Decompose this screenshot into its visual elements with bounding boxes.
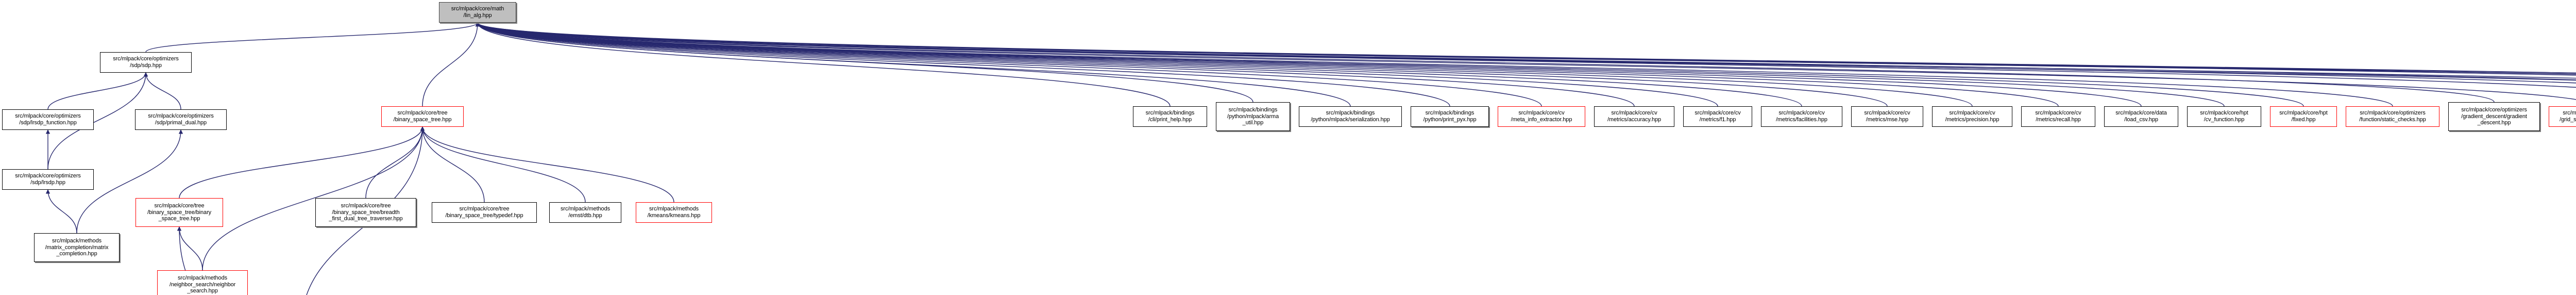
graph-edge (475, 22, 1542, 107)
graph-node[interactable]: src/mlpack/core/cv /metrics/accuracy.hpp (1594, 106, 1674, 127)
graph-node[interactable]: src/mlpack/bindings /python/mlpack/arma … (1216, 102, 1290, 131)
graph-node[interactable]: src/mlpack/methods /neighbor_search/neig… (157, 270, 248, 295)
graph-node[interactable]: src/mlpack/methods /kmeans/kmeans.hpp (636, 202, 712, 223)
graph-edge (476, 22, 2576, 88)
graph-node[interactable]: src/mlpack/core/tree /binary_space_tree/… (315, 198, 416, 227)
graph-edge (476, 22, 2576, 75)
graph-node[interactable]: src/mlpack/core/cv /metrics/precision.hp… (1932, 106, 2012, 127)
graph-node[interactable]: src/mlpack/core/optimizers /grid_search/… (2549, 106, 2576, 127)
graph-node[interactable]: src/mlpack/core/cv /meta_info_extractor.… (1498, 106, 1585, 127)
graph-node[interactable]: src/mlpack/core/cv /metrics/f1.hpp (1683, 106, 1752, 127)
graph-node[interactable]: src/mlpack/core/tree /binary_space_tree/… (135, 198, 223, 227)
graph-node[interactable]: src/mlpack/core/cv /metrics/mse.hpp (1851, 106, 1923, 127)
graph-node[interactable]: src/mlpack/core/optimizers /sdp/sdp.hpp (100, 52, 192, 73)
graph-edge (420, 126, 674, 203)
graph-edge (476, 22, 1635, 107)
graph-edge (476, 22, 2576, 74)
graph-edge (476, 22, 2495, 103)
graph-edge (475, 22, 1351, 107)
graph-edge (475, 22, 1253, 103)
graph-edge (420, 126, 485, 203)
graph-edge (475, 22, 1450, 107)
graph-node[interactable]: src/mlpack/core/optimizers /sdp/primal_d… (135, 109, 227, 130)
graph-node[interactable]: src/mlpack/core/cv /metrics/recall.hpp (2021, 106, 2095, 127)
graph-edge (476, 22, 2304, 107)
graph-edge (177, 226, 203, 271)
graph-edge (476, 22, 2576, 74)
graph-edge (476, 22, 2576, 75)
graph-edge (422, 22, 480, 107)
graph-edge (420, 126, 586, 203)
graph-edge (476, 22, 1888, 107)
graph-node[interactable]: src/mlpack/core/optimizers /function/sta… (2346, 106, 2439, 127)
graph-edge (179, 126, 425, 199)
graph-edge (476, 22, 2142, 107)
graph-node[interactable]: src/mlpack/core/optimizers /sdp/lrsdp_fu… (2, 109, 94, 130)
graph-edge (475, 22, 1171, 107)
graph-edge (476, 22, 1802, 107)
graph-edge (45, 189, 77, 234)
graph-edge (47, 72, 148, 110)
graph-root-node[interactable]: src/mlpack/core/math /lin_alg.hpp (439, 2, 516, 23)
graph-node[interactable]: src/mlpack/methods /matrix_completion/ma… (34, 233, 120, 262)
graph-node[interactable]: src/mlpack/bindings /python/mlpack/seria… (1299, 106, 1402, 127)
graph-edge (476, 22, 2576, 76)
graph-node[interactable]: src/mlpack/core/optimizers /gradient_des… (2448, 102, 2540, 131)
graph-edge (476, 22, 2576, 81)
graph-node[interactable]: src/mlpack/core/optimizers /sdp/lrsdp.hp… (2, 169, 94, 190)
graph-edge (476, 22, 2576, 79)
graph-edge (476, 22, 2059, 107)
graph-edge (145, 22, 480, 53)
graph-edge (476, 22, 2576, 100)
graph-node[interactable]: src/mlpack/core/tree /binary_space_tree/… (432, 202, 537, 223)
graph-node[interactable]: src/mlpack/core/hpt /cv_function.hpp (2187, 106, 2261, 127)
graph-edge (476, 22, 2576, 84)
graph-edge (476, 22, 2225, 107)
graph-node[interactable]: src/mlpack/core/data /load_csv.hpp (2104, 106, 2178, 127)
graph-edge (476, 22, 1973, 107)
graph-node[interactable]: src/mlpack/bindings /python/print_pyx.hp… (1411, 106, 1489, 127)
graph-node[interactable]: src/mlpack/core/cv /metrics/facilities.h… (1761, 106, 1842, 127)
graph-node[interactable]: src/mlpack/core/tree /binary_space_tree.… (381, 106, 464, 127)
graph-node[interactable]: src/mlpack/methods /emst/dtb.hpp (549, 202, 621, 223)
graph-edge (476, 22, 1718, 107)
graph-node[interactable]: src/mlpack/bindings /cli/print_help.hpp (1133, 106, 1207, 127)
graph-edge (476, 22, 2393, 107)
graph-node[interactable]: src/mlpack/core/hpt /fixed.hpp (2270, 106, 2337, 127)
graph-edge (143, 72, 181, 110)
graph-edge (365, 126, 425, 199)
graph-edge (476, 22, 2576, 80)
